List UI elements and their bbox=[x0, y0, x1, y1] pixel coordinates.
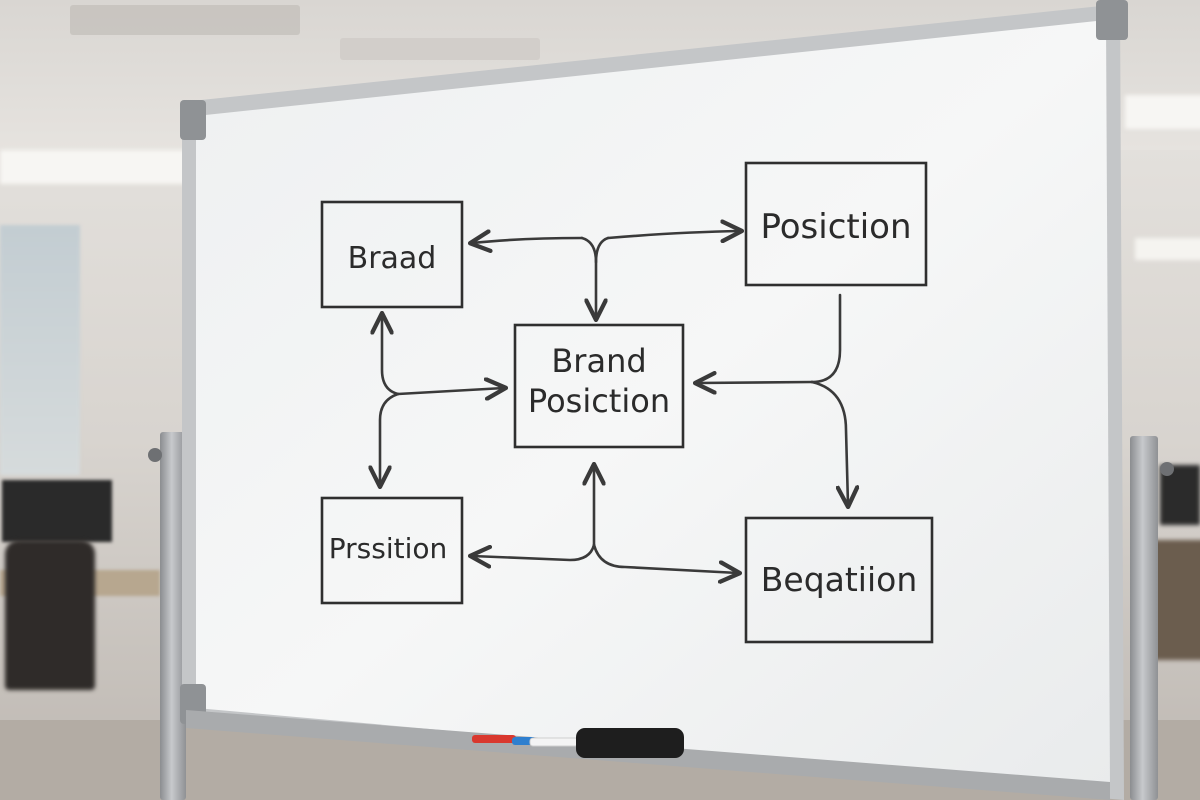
tray-items bbox=[472, 728, 684, 758]
stand-knob bbox=[148, 448, 162, 462]
ceiling-vent bbox=[340, 38, 540, 60]
background-desk bbox=[1150, 540, 1200, 660]
frame-corner bbox=[180, 100, 206, 140]
connector-top-bend bbox=[594, 236, 610, 264]
node-label-bottom-right: Beqatiion bbox=[761, 560, 918, 599]
frame-corner bbox=[1096, 0, 1128, 40]
connector-bottom-left bbox=[472, 543, 596, 560]
node-box-bottom-left bbox=[320, 496, 464, 605]
stand-knob bbox=[1160, 462, 1174, 476]
connector-top-right bbox=[606, 231, 740, 238]
connector-left-down bbox=[380, 392, 400, 485]
window bbox=[0, 225, 80, 475]
node-label-top-left: Braad bbox=[348, 241, 437, 276]
connector-left-up bbox=[382, 315, 400, 396]
connector-right-from-top bbox=[810, 293, 842, 384]
office-chair bbox=[5, 540, 95, 690]
connector-left-right bbox=[396, 388, 504, 394]
whiteboard-stand-right bbox=[1130, 436, 1158, 800]
whiteboard-surface bbox=[196, 20, 1110, 790]
marker-white bbox=[529, 737, 579, 747]
node-label-bottom-left: Prssition bbox=[329, 532, 448, 565]
node-box-top-left bbox=[320, 200, 464, 309]
connector-right-down bbox=[810, 380, 848, 505]
node-label-center-line1: Brand bbox=[551, 342, 646, 380]
ceiling-light bbox=[1135, 238, 1200, 260]
marker-red bbox=[472, 735, 516, 743]
node-box-bottom-right bbox=[744, 516, 934, 644]
connector-bottom-right bbox=[592, 543, 738, 573]
node-box-top-right bbox=[744, 161, 928, 287]
whiteboard-stand-left bbox=[160, 432, 186, 800]
ceiling-vent bbox=[70, 5, 300, 35]
connector-top-left bbox=[472, 238, 584, 243]
node-box-center bbox=[513, 323, 685, 449]
eraser bbox=[576, 728, 684, 758]
diagram-boxes bbox=[320, 161, 934, 644]
diagram-connectors bbox=[380, 231, 848, 573]
connector-right-left bbox=[697, 382, 814, 383]
node-label-top-right: Posiction bbox=[760, 207, 911, 247]
background-monitor bbox=[2, 480, 112, 542]
node-label-center-line2: Posiction bbox=[528, 382, 670, 420]
ceiling-light bbox=[1125, 95, 1200, 129]
